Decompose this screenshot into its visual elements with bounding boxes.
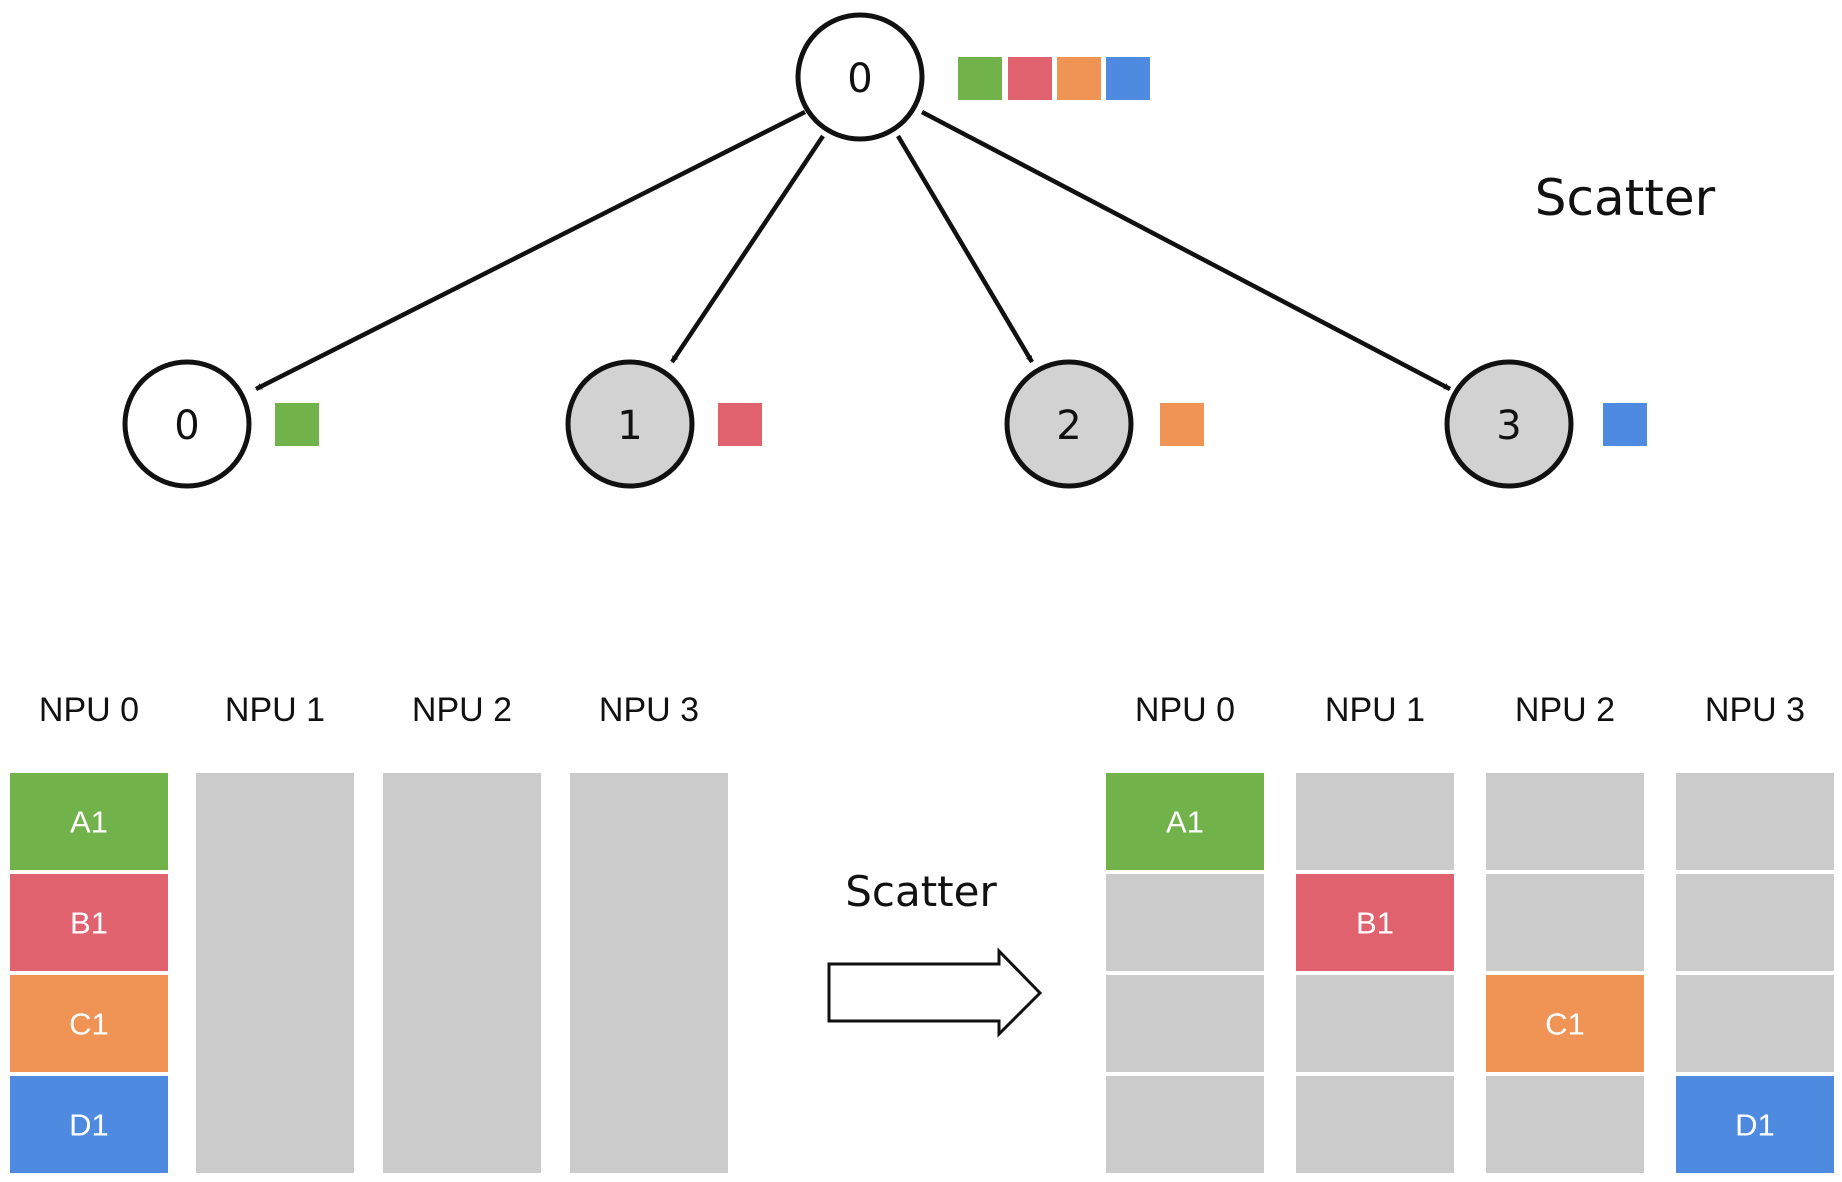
root-node: 0 [795, 12, 925, 142]
before-npu-0-block-1-label: B1 [70, 906, 108, 941]
after-npu-3-block-0 [1676, 773, 1834, 870]
after-npu-2-block-3 [1486, 1076, 1644, 1173]
root-chunk-3 [1106, 57, 1150, 100]
after-npu-1-block-0 [1296, 773, 1454, 870]
after-npu-1-label: NPU 1 [1325, 691, 1425, 729]
root-chunk-2 [1057, 57, 1101, 100]
child-node-0-chunk [275, 403, 319, 446]
after-npu-0-block-0-label: A1 [1166, 805, 1204, 840]
after-npu-2-block-1 [1486, 874, 1644, 971]
child-node-1-circle [565, 359, 695, 489]
after-npu-2-label: NPU 2 [1515, 691, 1615, 729]
child-node-0-circle [122, 359, 252, 489]
child-node-1-label: 1 [617, 403, 642, 449]
after-npu-3-block-2 [1676, 975, 1834, 1072]
after-npu-0-block-0 [1106, 773, 1264, 870]
after-npu-3-block-1 [1676, 874, 1834, 971]
tree-section: 0 0 1 2 3 Scatter [122, 12, 1716, 489]
after-npu-3-label: NPU 3 [1705, 691, 1805, 729]
after-npu-1-block-2 [1296, 975, 1454, 1072]
before-npu-0-block-3-label: D1 [69, 1108, 109, 1143]
after-npu-0-label: NPU 0 [1135, 691, 1235, 729]
after-npu-2-block-2 [1486, 975, 1644, 1072]
edge-arrow-3 [920, 110, 1452, 391]
before-npu-1-label: NPU 1 [225, 691, 325, 729]
tree-edges [254, 109, 1452, 392]
after-npu-2-block-2-label: C1 [1545, 1007, 1585, 1042]
root-node-label: 0 [847, 56, 872, 102]
after-npu-1-block-3 [1296, 1076, 1454, 1173]
child-node-3: 3 [1444, 359, 1647, 489]
after-grid: NPU 0 A1 NPU 1 B1 NPU 2 C1 NPU 3 D1 [1106, 691, 1834, 1173]
child-node-1-chunk [718, 403, 762, 446]
child-node-1: 1 [565, 359, 762, 489]
child-node-2-circle [1004, 359, 1134, 489]
before-npu-0-block-3 [10, 1076, 168, 1173]
before-npu-3-label: NPU 3 [599, 691, 699, 729]
before-npu-2-empty-column [383, 773, 541, 1173]
child-node-3-label: 3 [1496, 403, 1521, 449]
after-npu-1-block-1-label: B1 [1356, 906, 1394, 941]
child-node-2-chunk [1160, 403, 1204, 446]
tree-title: Scatter [1535, 169, 1716, 227]
after-npu-0-block-2 [1106, 975, 1264, 1072]
before-npu-0-block-0 [10, 773, 168, 870]
edge-arrow-2 [896, 134, 1034, 364]
after-npu-1-block-1 [1296, 874, 1454, 971]
before-npu-2-label: NPU 2 [412, 691, 512, 729]
after-npu-0-block-3 [1106, 1076, 1264, 1173]
after-npu-3-block-3-label: D1 [1735, 1108, 1775, 1143]
edge-arrow-1 [670, 134, 825, 364]
root-chunk-0 [958, 57, 1002, 100]
before-npu-0-label: NPU 0 [39, 691, 139, 729]
edge-arrow-0 [254, 109, 807, 392]
after-npu-2-block-0 [1486, 773, 1644, 870]
before-npu-0-block-2-label: C1 [69, 1007, 109, 1042]
operation-arrow-group: Scatter [827, 867, 1043, 1038]
child-node-2: 2 [1004, 359, 1204, 489]
root-chunk-1 [1008, 57, 1052, 100]
child-node-3-chunk [1603, 403, 1647, 446]
child-node-0-label: 0 [174, 403, 199, 449]
root-node-circle [795, 12, 925, 142]
before-npu-0-block-2 [10, 975, 168, 1072]
root-chunks [958, 57, 1150, 100]
child-node-0: 0 [122, 359, 319, 489]
after-npu-0-block-1 [1106, 874, 1264, 971]
before-npu-0-block-0-label: A1 [70, 805, 108, 840]
operation-label: Scatter [845, 867, 997, 916]
before-npu-3-empty-column [570, 773, 728, 1173]
right-arrow-icon [827, 947, 1043, 1038]
before-npu-1-empty-column [196, 773, 354, 1173]
child-node-2-label: 2 [1056, 403, 1081, 449]
child-node-3-circle [1444, 359, 1574, 489]
after-npu-3-block-3 [1676, 1076, 1834, 1173]
before-npu-0-block-1 [10, 874, 168, 971]
